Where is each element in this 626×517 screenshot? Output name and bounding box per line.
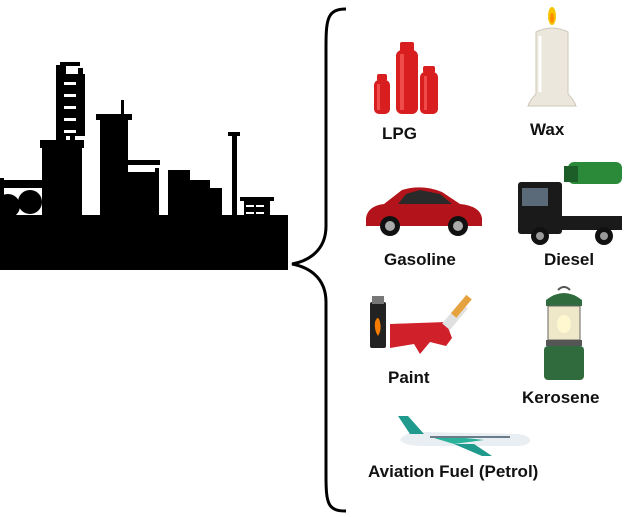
candle-icon bbox=[522, 2, 582, 112]
gasoline-label: Gasoline bbox=[384, 250, 456, 269]
truck-icon bbox=[516, 158, 626, 246]
diesel-label: Diesel bbox=[544, 250, 595, 269]
wax-label: Wax bbox=[530, 120, 565, 139]
car-icon bbox=[362, 180, 486, 238]
gas-cylinders-icon bbox=[372, 38, 442, 118]
kerosene-label: Kerosene bbox=[522, 388, 600, 407]
paintbrush-icon bbox=[366, 292, 484, 356]
lantern-icon bbox=[538, 286, 590, 384]
paint-label: Paint bbox=[388, 368, 430, 387]
refinery-silhouette-icon bbox=[0, 60, 292, 270]
lpg-label: LPG bbox=[382, 124, 417, 143]
aviation-label: Aviation Fuel (Petrol) bbox=[368, 462, 539, 481]
airplane-icon bbox=[394, 410, 534, 460]
curly-brace bbox=[288, 6, 348, 514]
